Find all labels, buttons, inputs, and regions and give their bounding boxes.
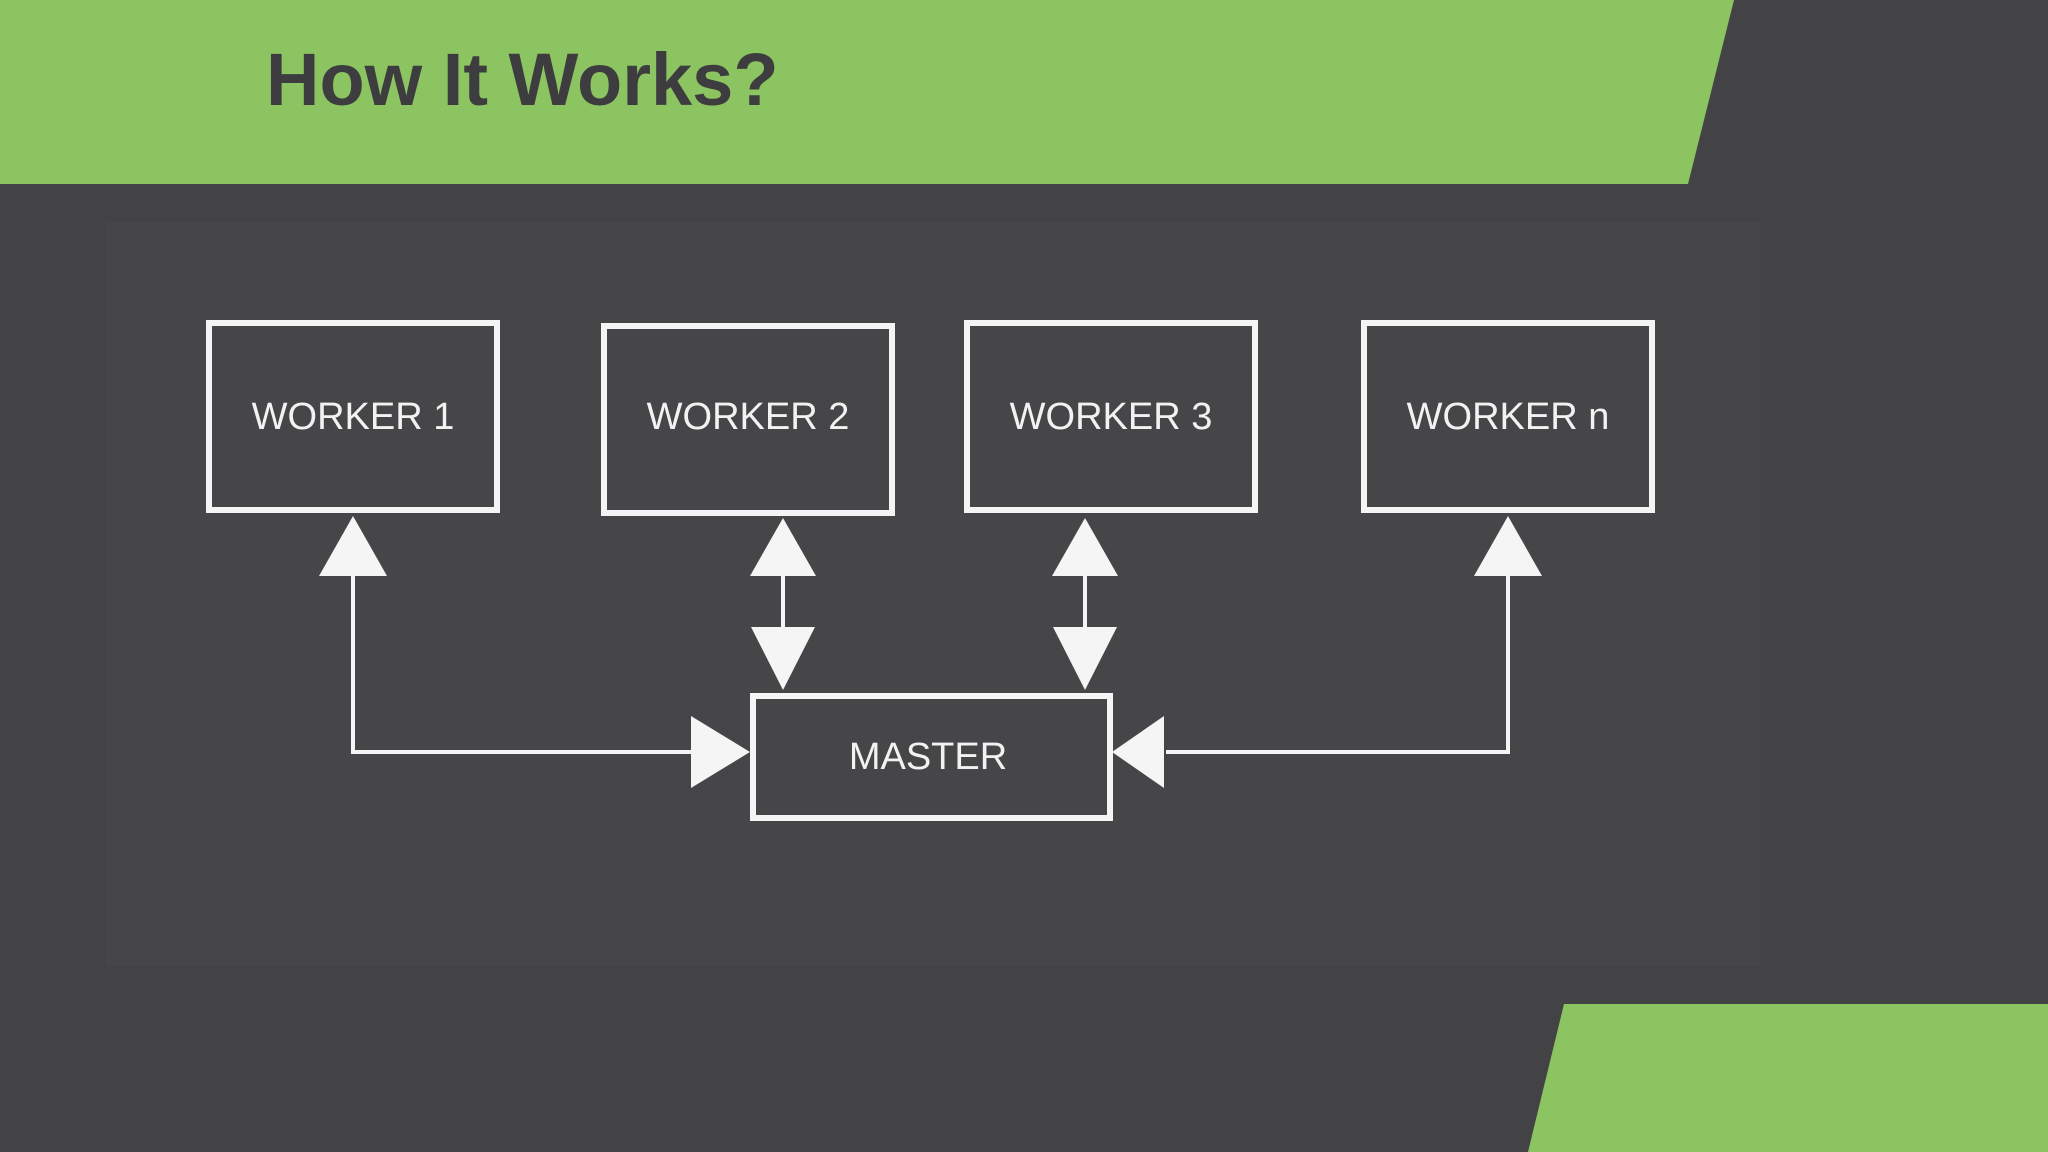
arrowhead-up <box>1474 516 1542 576</box>
diagram-panel <box>106 222 1760 966</box>
header-banner <box>0 0 1734 184</box>
slide-title: How It Works? <box>266 38 779 121</box>
arrowhead-up <box>319 516 387 576</box>
worker-node-3: WORKER 3 <box>964 320 1258 513</box>
worker-label: WORKER n <box>1407 396 1610 438</box>
arrowhead-left <box>1112 716 1164 788</box>
worker-label: WORKER 2 <box>647 396 850 438</box>
worker-node-1: WORKER 1 <box>206 320 500 513</box>
corner-accent <box>1528 1004 2048 1152</box>
worker-label: WORKER 3 <box>1010 396 1213 438</box>
worker-node-2: WORKER 2 <box>601 323 895 516</box>
worker-node-n: WORKER n <box>1361 320 1655 513</box>
connector-worker-3-master <box>1052 518 1118 690</box>
arrowhead-up <box>1052 518 1118 576</box>
master-label: MASTER <box>849 736 1007 778</box>
arrowhead-up <box>750 518 816 576</box>
arrowhead-right <box>691 716 750 788</box>
connector-worker-2-master <box>750 518 816 690</box>
worker-label: WORKER 1 <box>252 396 455 438</box>
master-node: MASTER <box>750 693 1113 821</box>
connector-worker-1-master <box>319 516 750 788</box>
arrowhead-down <box>1053 627 1117 690</box>
connector-worker-n-master <box>1112 516 1542 788</box>
arrowhead-down <box>751 627 815 690</box>
